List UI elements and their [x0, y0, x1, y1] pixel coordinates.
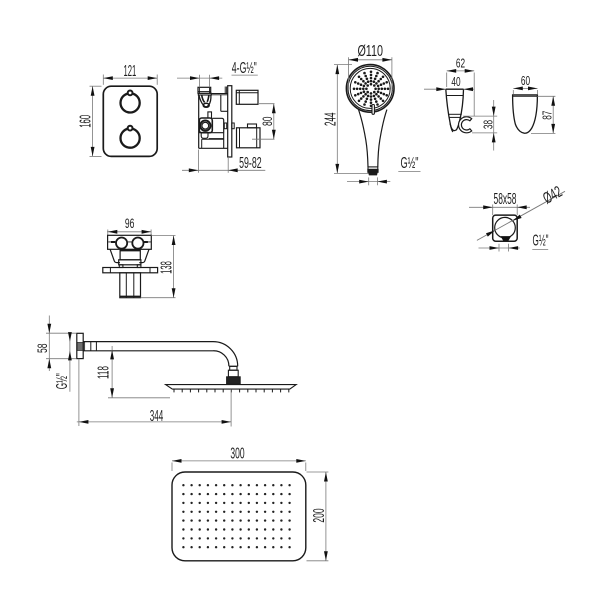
svg-text:G½": G½"	[401, 155, 419, 172]
svg-text:58x58: 58x58	[494, 191, 517, 208]
svg-text:118: 118	[96, 366, 113, 379]
svg-text:244: 244	[323, 113, 340, 127]
svg-text:200: 200	[311, 508, 328, 522]
svg-text:38: 38	[480, 120, 495, 129]
svg-text:59-82: 59-82	[239, 155, 262, 172]
svg-text:62: 62	[456, 55, 465, 70]
svg-text:300: 300	[230, 446, 244, 463]
svg-text:344: 344	[150, 408, 164, 425]
svg-text:Ø110: Ø110	[357, 43, 383, 60]
svg-text:40: 40	[451, 74, 460, 89]
svg-text:121: 121	[124, 63, 137, 80]
svg-text:87: 87	[539, 111, 554, 120]
svg-text:80: 80	[259, 116, 275, 126]
svg-text:4-G½": 4-G½"	[232, 60, 257, 77]
svg-text:G½": G½"	[533, 232, 549, 249]
svg-text:60: 60	[521, 73, 530, 88]
svg-text:G½": G½"	[54, 373, 71, 389]
svg-text:138: 138	[159, 261, 176, 274]
svg-text:96: 96	[125, 215, 135, 231]
svg-text:160: 160	[77, 115, 94, 128]
svg-text:58: 58	[34, 343, 50, 353]
